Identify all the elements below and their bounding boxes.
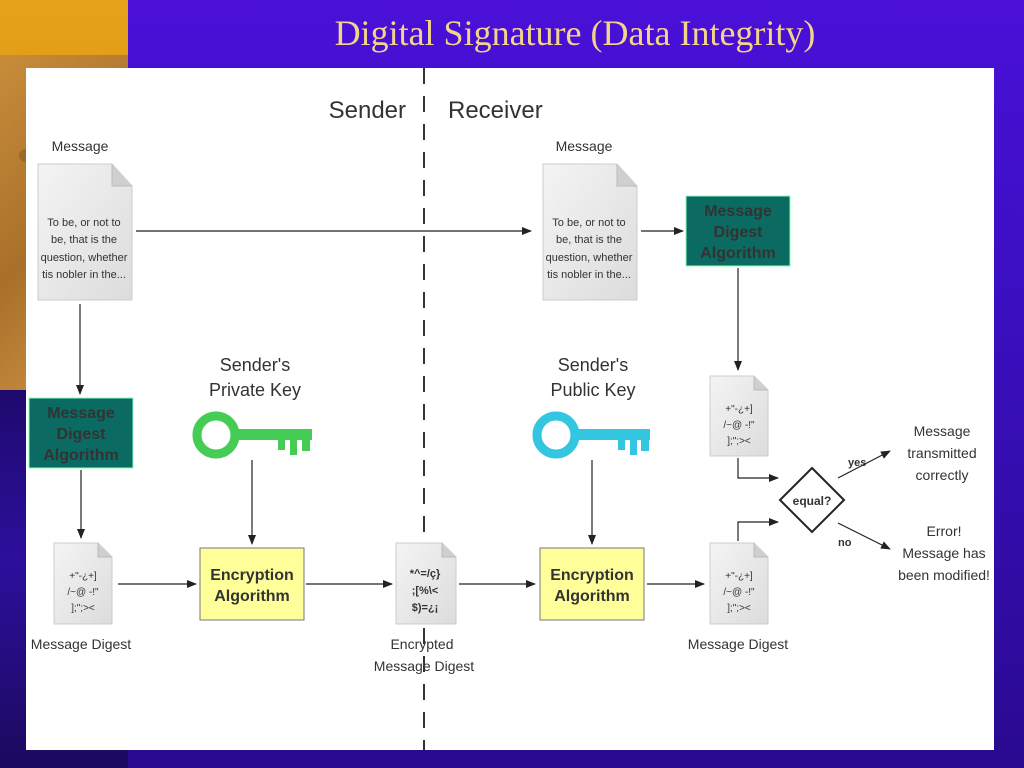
sender-message-label: Message <box>52 138 109 154</box>
receiver-mda-line: Digest <box>714 224 764 241</box>
sender-mda-line: Message <box>47 405 115 422</box>
public-key-label: Public Key <box>550 380 635 400</box>
signature-diagram: Sender Receiver Message To be, or not to… <box>26 68 994 750</box>
decrypted-digest-to-decision <box>737 518 779 541</box>
receiver-header: Receiver <box>448 97 543 124</box>
slide-title: Digital Signature (Data Integrity) <box>334 13 816 53</box>
no-result-text: Message has <box>902 545 985 561</box>
sender-digest-label: Message Digest <box>31 636 131 652</box>
decision-label: equal? <box>793 494 832 508</box>
private-key-label: Private Key <box>209 380 301 400</box>
receiver-message-line: tis nobler in the... <box>547 269 631 281</box>
receiver-encryption-line: Algorithm <box>554 588 630 605</box>
computed-digest-to-decision <box>737 458 779 482</box>
receiver-mda-line: Algorithm <box>700 245 776 262</box>
sender-encryption-line: Algorithm <box>214 588 290 605</box>
public-key-label: Sender's <box>558 355 628 375</box>
no-result-text: been modified! <box>898 567 990 583</box>
encrypted-digest-label: Message Digest <box>374 658 474 674</box>
receiver-message-line: To be, or not to <box>552 217 625 229</box>
computed-digest-line: /~@ -!" <box>723 420 755 431</box>
receiver-digest-line: +"-¿+] <box>725 571 753 582</box>
receiver-digest-label: Message Digest <box>688 636 788 652</box>
equal-decision-diamond: equal? <box>778 466 846 534</box>
receiver-digest-line: /~@ -!" <box>723 587 755 598</box>
sender-message-line: tis nobler in the... <box>42 269 126 281</box>
receiver-mda-box: Message Digest Algorithm <box>685 195 791 267</box>
yes-result-text: transmitted <box>907 445 976 461</box>
sender-message-line: be, that is the <box>51 234 117 246</box>
receiver-encryption-box: Encryption Algorithm <box>539 547 645 621</box>
yes-result-text: correctly <box>916 467 969 483</box>
receiver-message-line: question, whether <box>546 252 633 264</box>
sender-message-line: question, whether <box>41 252 128 264</box>
sender-encryption-line: Encryption <box>210 567 294 584</box>
sender-digest-document: +"-¿+] /~@ -!" ];";>< <box>53 542 113 625</box>
sender-mda-box: Message Digest Algorithm <box>28 397 134 469</box>
sender-digest-line: /~@ -!" <box>67 587 99 598</box>
no-result-text: Error! <box>927 523 962 539</box>
encrypted-digest-line: $)=¿¡ <box>412 602 439 614</box>
sender-message-document: To be, or not to be, that is the questio… <box>37 163 133 301</box>
no-label: no <box>838 537 852 549</box>
receiver-computed-digest-document: +"-¿+] /~@ -!" ];";>< <box>709 375 769 457</box>
yes-result-text: Message <box>914 423 971 439</box>
yes-branch-arrow <box>837 450 891 479</box>
private-key-icon <box>192 411 312 459</box>
sender-encryption-box: Encryption Algorithm <box>199 547 305 621</box>
receiver-encryption-line: Encryption <box>550 567 634 584</box>
receiver-decrypted-digest-document: +"-¿+] /~@ -!" ];";>< <box>709 542 769 625</box>
sender-mda-line: Algorithm <box>43 447 119 464</box>
encrypted-digest-line: ;[%\< <box>412 585 439 597</box>
receiver-mda-line: Message <box>704 203 772 220</box>
sender-header: Sender <box>329 97 406 124</box>
receiver-message-label: Message <box>556 138 613 154</box>
receiver-digest-line: ];";>< <box>727 603 751 614</box>
no-branch-arrow <box>837 522 891 550</box>
computed-digest-line: ];";>< <box>727 436 751 447</box>
private-key-label: Sender's <box>220 355 290 375</box>
public-key-icon <box>532 411 650 459</box>
yes-label: yes <box>848 457 866 469</box>
sender-digest-line: +"-¿+] <box>69 571 97 582</box>
sender-mda-line: Digest <box>57 426 107 443</box>
encrypted-digest-document: *^=/ç} ;[%\< $)=¿¡ <box>395 542 457 625</box>
receiver-message-line: be, that is the <box>556 234 622 246</box>
sender-digest-line: ];";>< <box>71 603 95 614</box>
sender-message-line: To be, or not to <box>47 217 120 229</box>
receiver-message-document: To be, or not to be, that is the questio… <box>542 163 638 301</box>
computed-digest-line: +"-¿+] <box>725 404 753 415</box>
encrypted-digest-label: Encrypted <box>390 636 453 652</box>
encrypted-digest-line: *^=/ç} <box>410 568 441 580</box>
